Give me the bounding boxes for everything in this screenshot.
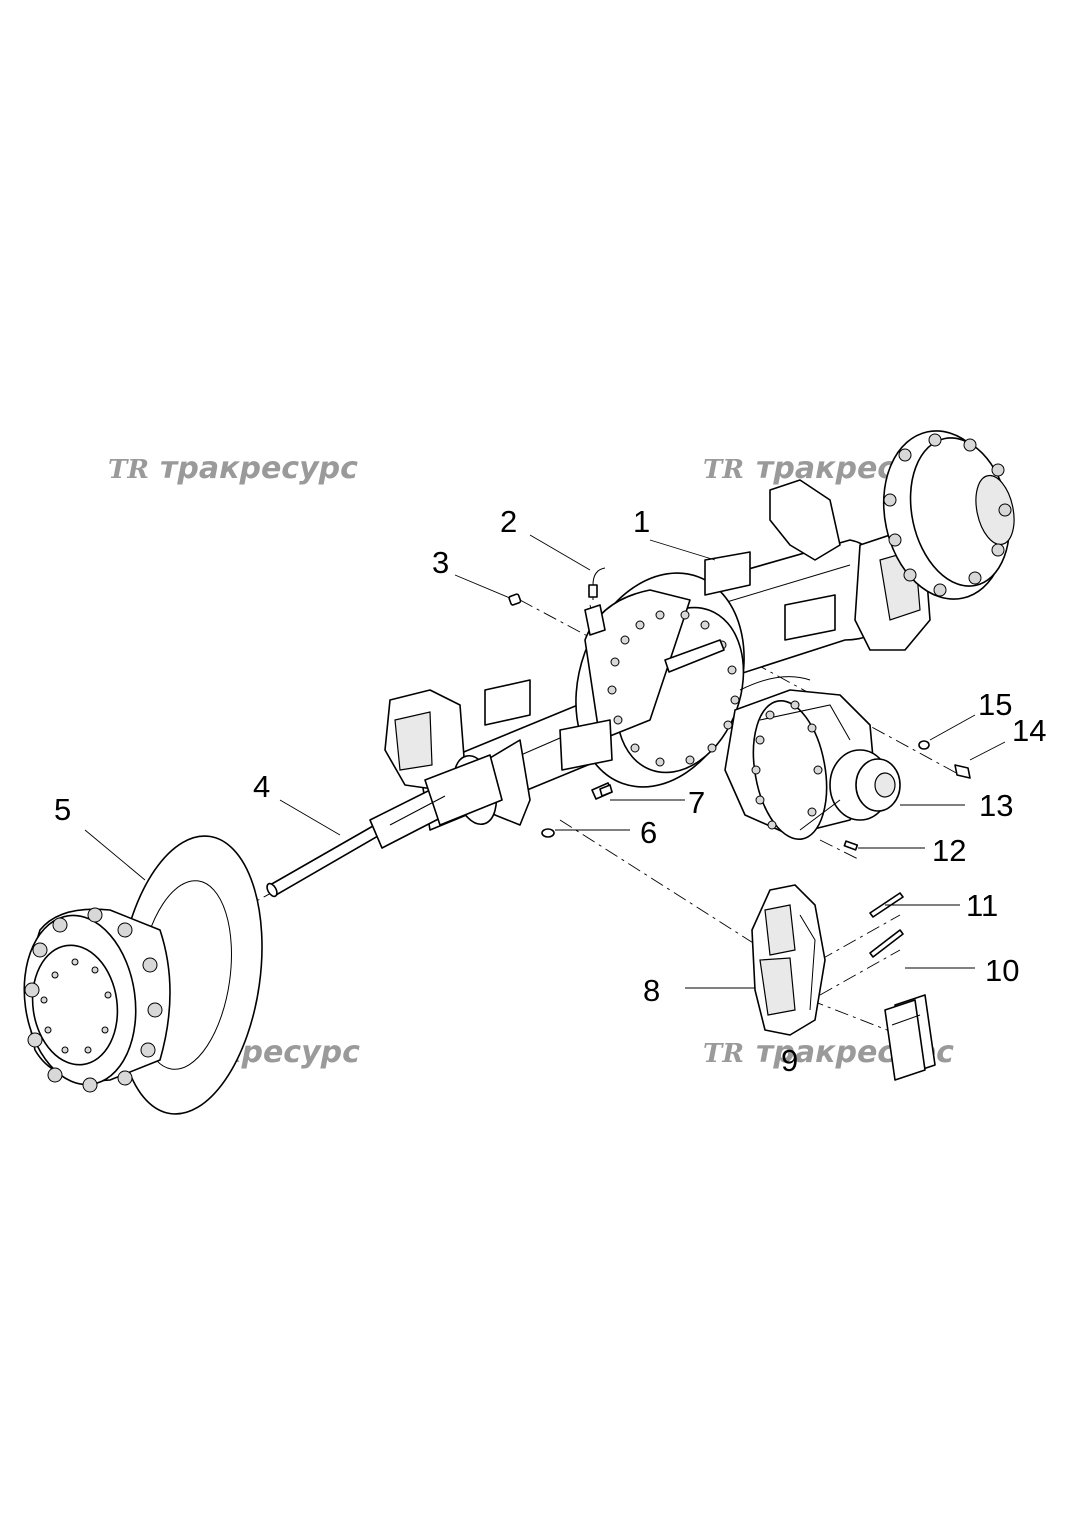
svg-text:TR: TR xyxy=(703,455,744,485)
brake-caliper xyxy=(751,884,826,1036)
callout-12: 12 xyxy=(932,833,966,868)
watermark-top-left: TR тракресурс xyxy=(108,451,358,486)
guide-pins xyxy=(869,892,904,958)
callout-9: 9 xyxy=(781,1043,798,1078)
callout-5: 5 xyxy=(54,792,71,827)
washer xyxy=(541,828,555,838)
callout-6: 6 xyxy=(640,815,657,850)
callout-1: 1 xyxy=(633,504,650,539)
seal-ring xyxy=(918,740,930,750)
plug xyxy=(508,593,522,606)
callout-8: 8 xyxy=(643,973,660,1008)
bolt xyxy=(591,782,613,800)
callout-10: 10 xyxy=(985,953,1019,988)
leader-2 xyxy=(529,534,591,571)
leader-3 xyxy=(454,574,511,599)
dowel-pin xyxy=(843,840,859,851)
right-hub-studs xyxy=(883,433,1012,597)
callout-11: 11 xyxy=(966,888,998,923)
axle-housing xyxy=(384,430,1015,831)
carrier-bolts xyxy=(751,700,823,830)
hub-and-disc xyxy=(23,835,263,1115)
breather-fitting xyxy=(588,567,606,600)
callout-14: 14 xyxy=(1012,713,1046,748)
leader-1 xyxy=(649,539,716,561)
callout-7: 7 xyxy=(688,785,705,820)
callout-4: 4 xyxy=(253,769,270,804)
hub-inner-bolts xyxy=(40,958,112,1054)
axle-shaft xyxy=(266,754,503,898)
svg-text:TR: TR xyxy=(703,1039,744,1069)
leader-5 xyxy=(84,829,146,881)
svg-text:тракресурс: тракресурс xyxy=(160,451,358,486)
differential-carrier xyxy=(724,676,901,841)
svg-text:TR: TR xyxy=(108,455,149,485)
hub-studs xyxy=(24,907,163,1093)
callout-3: 3 xyxy=(432,545,449,580)
screw xyxy=(954,764,971,779)
brake-pads xyxy=(884,994,936,1081)
callout-2: 2 xyxy=(500,504,517,539)
leader-4 xyxy=(279,799,341,836)
callout-15: 15 xyxy=(978,687,1012,722)
callout-labels: 1 2 3 4 5 6 7 8 9 10 11 12 13 14 15 xyxy=(54,504,1046,1078)
leader-15 xyxy=(929,714,976,741)
leader-14 xyxy=(969,741,1006,761)
callout-13: 13 xyxy=(979,788,1013,823)
callout-leaders xyxy=(84,534,1006,989)
